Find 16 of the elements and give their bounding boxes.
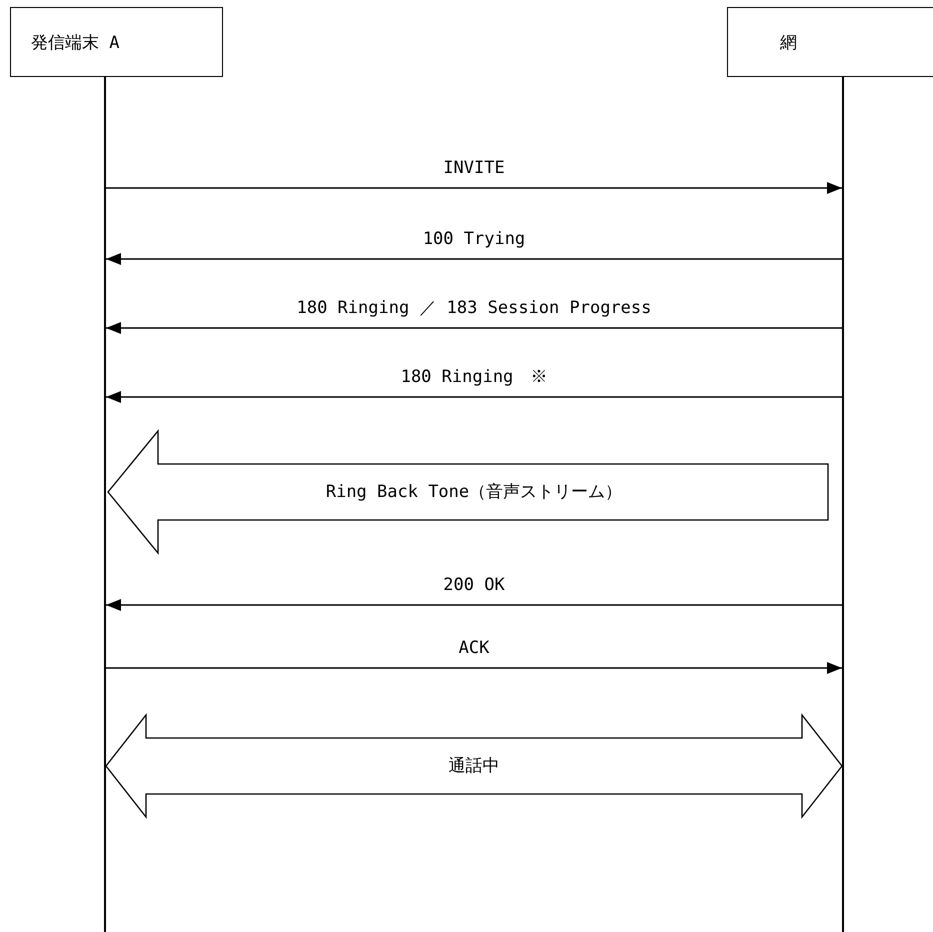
- lifeline: [104, 77, 106, 932]
- block-arrow: [105, 713, 843, 819]
- message-arrow: [106, 599, 842, 611]
- lifeline: [842, 77, 844, 932]
- message-arrow: [106, 182, 842, 194]
- block-arrow: [107, 429, 829, 555]
- participant-box: [10, 7, 223, 77]
- participant-box: [727, 7, 933, 77]
- message-arrow: [106, 253, 842, 265]
- participant-name: 発信端末 A: [31, 32, 120, 54]
- message-arrow: [106, 662, 842, 674]
- edge-label: 通話中: [448, 756, 500, 776]
- message-arrow: [106, 322, 842, 334]
- participant-name: 網: [780, 32, 797, 54]
- message-arrow: [106, 391, 842, 403]
- edge-label: Ring Back Tone（音声ストリーム）: [324, 482, 624, 502]
